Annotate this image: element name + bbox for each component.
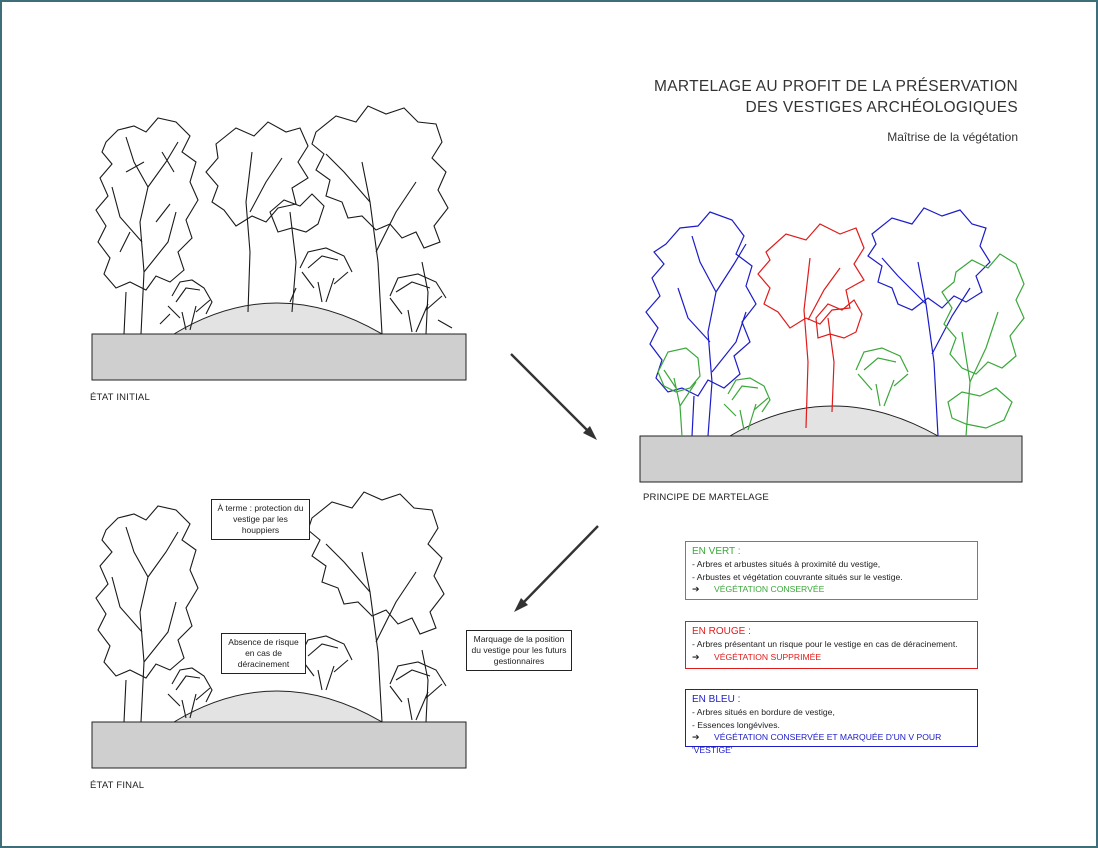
scene-final bbox=[91, 491, 467, 769]
tree-final-2 bbox=[307, 491, 445, 723]
tree-initial-2 bbox=[205, 121, 309, 313]
legend-blue-heading: EN BLEU : bbox=[692, 694, 741, 705]
legend-green-heading: EN VERT : bbox=[692, 546, 741, 557]
diagram-subtitle: Maîtrise de la végétation bbox=[887, 130, 1018, 144]
scene-initial bbox=[91, 105, 467, 381]
legend-blue-result-row: ➔VÉGÉTATION CONSERVÉE ET MARQUÉE D'UN V … bbox=[692, 731, 971, 756]
ground-principle bbox=[639, 405, 1023, 483]
tree-principle-red-1 bbox=[757, 223, 865, 429]
legend-green: EN VERT : - Arbres et arbustes situés à … bbox=[685, 541, 978, 600]
legend-blue-line-1: - Arbres situés en bordure de vestige, bbox=[692, 707, 835, 717]
shrub-principle-1 bbox=[657, 347, 701, 437]
shrub-principle-2 bbox=[723, 377, 771, 431]
shrub-final-2 bbox=[299, 635, 353, 691]
legend-red-heading: EN ROUGE : bbox=[692, 626, 751, 637]
ground-initial bbox=[91, 302, 467, 381]
right-arrow-icon: ➔ bbox=[692, 651, 700, 662]
shrub-final-1 bbox=[167, 667, 213, 719]
legend-green-line-2: - Arbustes et végétation couvrante situé… bbox=[692, 571, 903, 582]
shrub-initial-1 bbox=[159, 279, 213, 331]
legend-green-line-1: - Arbres et arbustes situés à proximité … bbox=[692, 559, 881, 569]
legend-green-result-row: ➔ VÉGÉTATION CONSERVÉE bbox=[692, 583, 971, 596]
tree-principle-blue-2 bbox=[867, 207, 991, 437]
shrub-initial-3 bbox=[389, 273, 453, 333]
tree-principle-green-1 bbox=[941, 253, 1025, 437]
arrow-initial-to-principle bbox=[510, 353, 597, 440]
caption-principle: PRINCIPE DE MARTELAGE bbox=[643, 492, 769, 503]
shrub-final-3 bbox=[389, 661, 447, 721]
shrub-principle-3 bbox=[855, 347, 909, 407]
legend-red-result: VÉGÉTATION SUPPRIMÉE bbox=[714, 651, 822, 662]
diagram-title: MARTELAGE AU PROFIT DE LA PRÉSERVATION D… bbox=[654, 76, 1018, 118]
note-no-risk: Absence de risque en cas de déracinement bbox=[221, 633, 306, 674]
note-canopy: À terme : protection du vestige par les … bbox=[211, 499, 310, 540]
legend-blue-line-2: - Essences longévives. bbox=[692, 719, 780, 730]
legend-red: EN ROUGE : - Arbres présentant un risque… bbox=[685, 621, 978, 669]
legend-blue: EN BLEU : - Arbres situés en bordure de … bbox=[685, 689, 978, 755]
vegetation-final bbox=[95, 491, 447, 723]
tree-initial-3 bbox=[269, 193, 325, 313]
ground-final bbox=[91, 690, 467, 769]
vegetation-initial bbox=[95, 105, 453, 335]
tree-final-1 bbox=[95, 505, 199, 723]
right-arrow-icon: ➔ bbox=[692, 584, 700, 594]
tree-principle-red-2 bbox=[815, 299, 863, 413]
vegetation-principle bbox=[645, 207, 1025, 437]
shrub-initial-2 bbox=[289, 247, 353, 303]
title-line-1: MARTELAGE AU PROFIT DE LA PRÉSERVATION bbox=[654, 78, 1018, 95]
legend-blue-result: VÉGÉTATION CONSERVÉE ET MARQUÉE D'UN V P… bbox=[692, 732, 942, 755]
legend-red-result-row: ➔ VÉGÉTATION SUPPRIMÉE bbox=[692, 651, 971, 664]
arrow-principle-to-final bbox=[514, 525, 599, 612]
tree-initial-1 bbox=[95, 117, 199, 335]
tree-initial-4 bbox=[311, 105, 449, 335]
title-line-2: DES VESTIGES ARCHÉOLOGIQUES bbox=[745, 99, 1018, 116]
right-arrow-icon: ➔ bbox=[692, 732, 700, 742]
caption-final: ÉTAT FINAL bbox=[90, 780, 145, 791]
legend-green-result: VÉGÉTATION CONSERVÉE bbox=[714, 584, 825, 594]
caption-initial: ÉTAT INITIAL bbox=[90, 392, 150, 403]
scene-principle bbox=[639, 207, 1025, 483]
tree-principle-blue-1 bbox=[645, 211, 757, 437]
note-marking: Marquage de la position du vestige pour … bbox=[466, 630, 572, 671]
legend-red-line-1: - Arbres présentant un risque pour le ve… bbox=[692, 639, 958, 649]
